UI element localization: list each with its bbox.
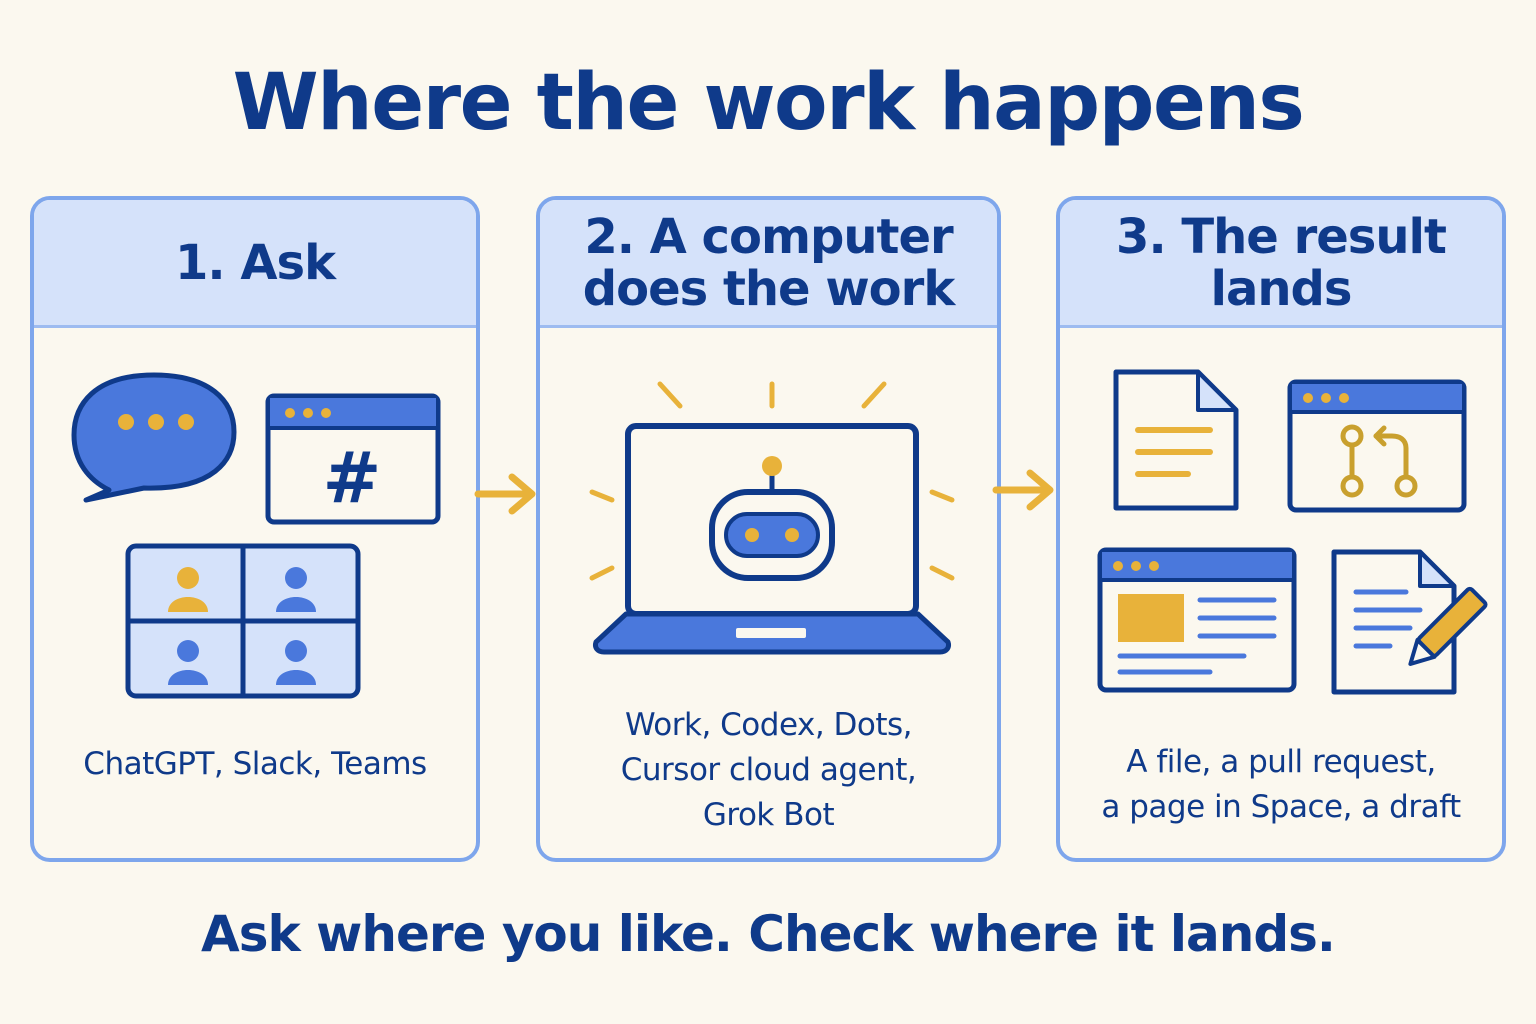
pull-request-window-icon xyxy=(1287,379,1467,513)
panel-result: 3. The result lands xyxy=(1056,196,1506,862)
caption-line: ChatGPT, Slack, Teams xyxy=(83,746,427,782)
caption-line: Work, Codex, Dots, xyxy=(624,707,913,743)
caption-line: Cursor cloud agent, xyxy=(620,752,917,788)
panel-computer-caption: Work, Codex, Dots, Cursor cloud agent, G… xyxy=(540,703,997,838)
caption-line: Grok Bot xyxy=(702,797,835,833)
panel-ask-heading: 1. Ask xyxy=(34,200,476,328)
arrow-right-icon xyxy=(474,473,536,515)
panel-result-caption: A file, a pull request, a page in Space,… xyxy=(1060,740,1502,830)
page-title: Where the work happens xyxy=(232,58,1305,148)
panel-computer: 2. A computer does the work xyxy=(536,196,1001,862)
heading-line: does the work xyxy=(582,260,955,317)
video-call-grid-icon xyxy=(125,543,361,699)
file-icon xyxy=(1113,369,1239,511)
heading-line: 2. A computer xyxy=(584,208,953,265)
arrow-right-icon xyxy=(992,469,1054,511)
draft-pencil-icon xyxy=(1331,549,1488,695)
footer-tagline: Ask where you like. Check where it lands… xyxy=(201,905,1336,963)
panel-result-heading: 3. The result lands xyxy=(1060,200,1502,328)
caption-line: a page in Space, a draft xyxy=(1101,789,1461,825)
chat-bubble-icon xyxy=(71,372,237,503)
web-page-icon xyxy=(1097,547,1297,693)
panel-computer-heading: 2. A computer does the work xyxy=(540,200,997,328)
caption-line: A file, a pull request, xyxy=(1126,744,1436,780)
panel-ask-caption: ChatGPT, Slack, Teams xyxy=(34,742,476,787)
laptop-robot-icon xyxy=(589,381,955,655)
panel-ask: 1. Ask # xyxy=(30,196,480,862)
svg-text:#: # xyxy=(323,437,382,519)
hashtag-window-icon: # xyxy=(265,393,441,525)
